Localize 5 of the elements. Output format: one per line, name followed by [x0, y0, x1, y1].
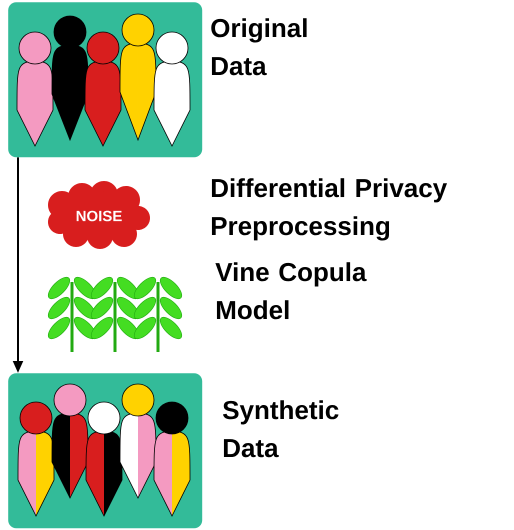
noise-cloud: NOISE: [48, 181, 150, 249]
heading: Differential Privacy Preprocessing: [212, 178, 448, 241]
heading: Synthetic Data: [222, 400, 338, 458]
heading: Vine Copula Model: [215, 262, 367, 320]
heading: Original Data: [211, 18, 307, 76]
